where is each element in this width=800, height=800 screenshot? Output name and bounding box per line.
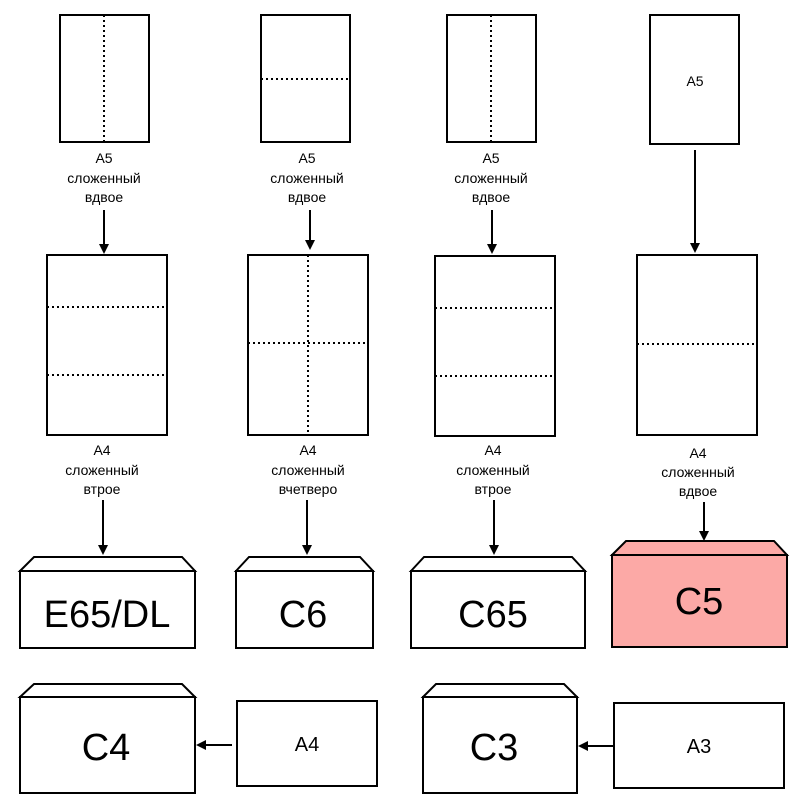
envelope-label: E65/DL — [44, 594, 171, 636]
envelope-flap — [408, 556, 588, 572]
envelope-c3 — [422, 696, 578, 794]
top-label-line3: вдвое — [85, 189, 124, 205]
sheet-label: A4 — [295, 734, 319, 756]
a4-sheet-bottom — [236, 700, 378, 787]
sheet-label: A3 — [687, 736, 711, 758]
mid-label-line3: вдвое — [679, 483, 718, 499]
a5-sheet-col4 — [649, 14, 740, 145]
top-label-line1: A5 — [482, 150, 499, 166]
envelope-label: C6 — [279, 594, 328, 636]
envelope-flap — [17, 556, 198, 572]
a5-sheet-col1 — [59, 14, 150, 143]
top-label-line1: A5 — [298, 150, 315, 166]
a4-sheet-col3 — [434, 255, 556, 437]
envelope-e65-dl — [19, 570, 196, 649]
mid-label-line1: A4 — [689, 445, 706, 461]
mid-label-line1: A4 — [484, 442, 501, 458]
top-label-line1: A5 — [95, 150, 112, 166]
mid-label-line3: втрое — [84, 481, 121, 497]
envelope-c4 — [19, 696, 196, 794]
mid-label-line2: сложенный — [65, 462, 138, 478]
a4-sheet-col1 — [46, 254, 168, 436]
envelope-label: C5 — [675, 581, 724, 623]
a5-sheet-col2 — [260, 14, 351, 143]
top-label-line2: сложенный — [270, 170, 343, 186]
envelope-flap — [609, 540, 790, 556]
envelope-flap — [233, 556, 376, 572]
a5-sheet-label: A5 — [686, 73, 703, 89]
mid-label-line1: A4 — [299, 442, 316, 458]
mid-label-line3: втрое — [475, 481, 512, 497]
envelope-label: C65 — [458, 594, 528, 636]
mid-label-line3: вчетверо — [279, 481, 338, 497]
a5-sheet-col3 — [446, 14, 537, 143]
mid-label-line1: A4 — [93, 442, 110, 458]
top-label-line3: вдвое — [288, 189, 327, 205]
top-label-line3: вдвое — [472, 189, 511, 205]
top-label-line2: сложенный — [454, 170, 527, 186]
envelope-c6 — [235, 570, 374, 649]
envelope-flap — [17, 683, 198, 698]
envelope-flap — [420, 683, 580, 698]
envelope-label: C3 — [470, 727, 519, 769]
mid-label-line2: сложенный — [456, 462, 529, 478]
mid-label-line2: сложенный — [661, 464, 734, 480]
envelope-label: C4 — [82, 727, 131, 769]
mid-label-line2: сложенный — [271, 462, 344, 478]
envelope-c65 — [410, 570, 586, 649]
top-label-line2: сложенный — [67, 170, 140, 186]
envelope-c5 — [611, 554, 788, 648]
a3-sheet-bottom — [613, 702, 785, 789]
